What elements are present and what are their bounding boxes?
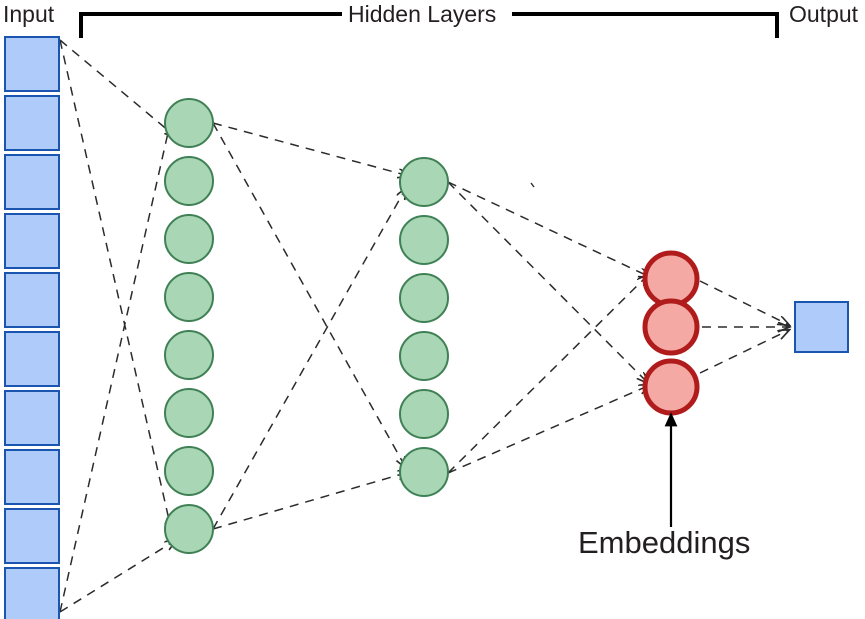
input-node[interactable] [4,213,60,269]
input-node[interactable] [4,567,60,619]
output-label: Output [789,1,859,27]
input-node[interactable] [4,508,60,564]
input-node[interactable] [4,331,60,387]
connection-line [59,39,172,533]
connections-hidden1-to-hidden2 [212,122,409,530]
input-layer [4,36,60,619]
output-layer [794,301,849,353]
connection-line [447,181,648,383]
input-node[interactable] [4,154,60,210]
hidden2-node[interactable] [399,215,449,265]
hidden2-node[interactable] [399,273,449,323]
connection-line [699,330,789,374]
hidden2-node[interactable] [399,447,449,497]
connection-line [59,115,172,613]
connection-line [212,472,409,530]
embedding-node[interactable] [642,250,700,308]
connection-line [212,188,406,530]
hidden2-node[interactable] [399,389,449,439]
embedding-node[interactable] [642,358,700,416]
output-node[interactable] [794,301,849,353]
stray-mark [530,182,535,188]
hidden1-node[interactable] [164,98,214,148]
hidden-layers-label: Hidden Layers [348,1,497,27]
embedding-layer [642,250,700,416]
input-label: Input [3,1,55,27]
connection-line [447,275,648,474]
input-node[interactable] [4,95,60,151]
input-node[interactable] [4,272,60,328]
hidden1-node[interactable] [164,214,214,264]
hidden1-node[interactable] [164,446,214,496]
connections-embeddings-to-output [699,280,789,374]
hidden-layer-2 [399,157,449,497]
connection-line [447,385,650,474]
hidden1-node[interactable] [164,330,214,380]
hidden1-node[interactable] [164,156,214,206]
embeddings-label: Embeddings [578,525,751,560]
connection-line [447,181,650,277]
input-node[interactable] [4,449,60,505]
connection-line [59,39,176,137]
input-node[interactable] [4,36,60,92]
hidden2-node[interactable] [399,157,449,207]
embedding-node[interactable] [642,298,700,356]
hidden2-node[interactable] [399,331,449,381]
connection-line [212,122,406,468]
hidden1-node[interactable] [164,504,214,554]
connection-line [699,280,789,325]
input-node[interactable] [4,390,60,446]
connections-hidden2-to-embeddings [447,181,650,474]
hidden-layer-1 [164,98,214,554]
connection-line [212,122,409,176]
hidden1-node[interactable] [164,388,214,438]
connection-line [59,540,176,613]
connections-input-to-hidden1 [59,39,176,613]
hidden-layers-bracket [79,12,779,38]
hidden1-node[interactable] [164,272,214,322]
